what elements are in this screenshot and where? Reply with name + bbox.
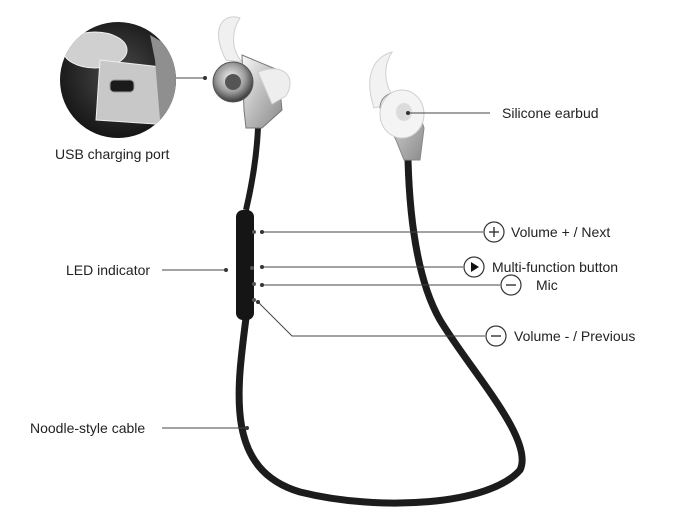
minus-circle-icon [500, 274, 522, 296]
leader-dot-vol-up [260, 230, 264, 234]
label-silicone-earbud: Silicone earbud [502, 105, 599, 121]
label-multi-function: Multi-function button [492, 259, 619, 275]
leader-dot-led [224, 268, 228, 272]
label-usb-port: USB charging port [55, 146, 170, 162]
remote-mic-dot [252, 282, 256, 286]
leader-dot-earbud [406, 111, 410, 115]
leader-dot-usb [203, 76, 207, 80]
leader-dot-vol-down [256, 300, 260, 304]
label-cable: Noodle-style cable [30, 420, 146, 436]
play-circle-icon [463, 256, 485, 278]
leader-dot-mic [260, 283, 264, 287]
leader-dot-cable [245, 426, 249, 430]
usb-port-zoom [60, 22, 176, 138]
right-earbud [369, 51, 425, 161]
minus-circle-icon [485, 325, 507, 347]
neck-cable [235, 156, 526, 507]
label-led-indicator: LED indicator [66, 262, 151, 278]
remote-button-dot [252, 230, 256, 234]
label-volume-down: Volume - / Previous [514, 328, 636, 344]
remote-button-dot-2 [252, 298, 256, 302]
left-cable-upper [243, 127, 261, 211]
leader-vol-down [257, 301, 485, 337]
label-volume-up: Volume + / Next [511, 224, 611, 240]
label-mic: Mic [536, 277, 558, 293]
leader-dot-multi [260, 265, 264, 269]
plus-circle-icon [483, 221, 505, 243]
inline-remote [236, 210, 254, 320]
remote-led-dot [250, 266, 254, 270]
left-earbud [212, 16, 291, 129]
